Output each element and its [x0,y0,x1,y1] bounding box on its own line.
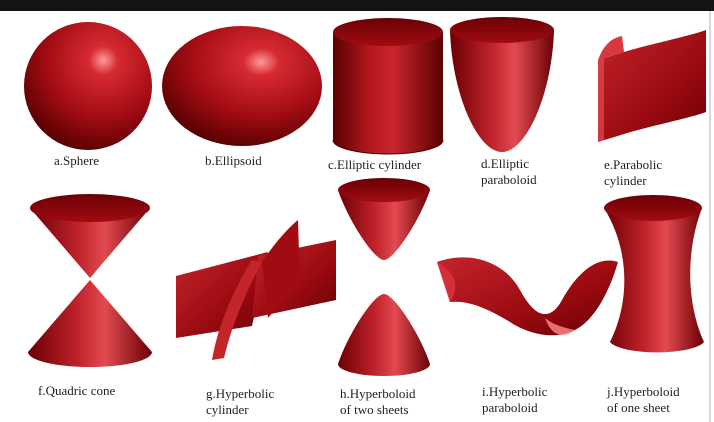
label-hyperbolic-paraboloid: i.Hyperbolic paraboloid [482,384,547,416]
elliptic-paraboloid-shape [450,17,554,152]
label-parabolic-cylinder: e.Parabolic cylinder [604,157,662,189]
label-sphere: a.Sphere [54,153,99,169]
label-quadric-cone: f.Quadric cone [38,383,115,399]
hyperbolic-cylinder-shape [176,220,336,360]
label-ellipsoid: b.Ellipsoid [205,153,262,169]
quadric-cone-shape [28,194,152,367]
label-hyperboloid-one-sheet: j.Hyperboloid of one sheet [607,384,680,416]
label-hyperboloid-two-sheets: h.Hyperboloid of two sheets [340,386,415,418]
parabolic-cylinder-shape [598,30,706,142]
hyperbolic-paraboloid-shape [437,257,618,335]
label-elliptic-paraboloid: d.Elliptic paraboloid [481,156,537,188]
hyperboloid-one-sheet-shape [604,195,704,352]
elliptic-cylinder-shape [333,18,443,154]
label-elliptic-cylinder: c.Elliptic cylinder [328,157,421,173]
sphere-shape [24,22,152,150]
label-hyperbolic-cylinder: g.Hyperbolic cylinder [206,386,274,418]
ellipsoid-shape [162,26,322,146]
hyperboloid-two-sheets-shape [338,178,430,376]
